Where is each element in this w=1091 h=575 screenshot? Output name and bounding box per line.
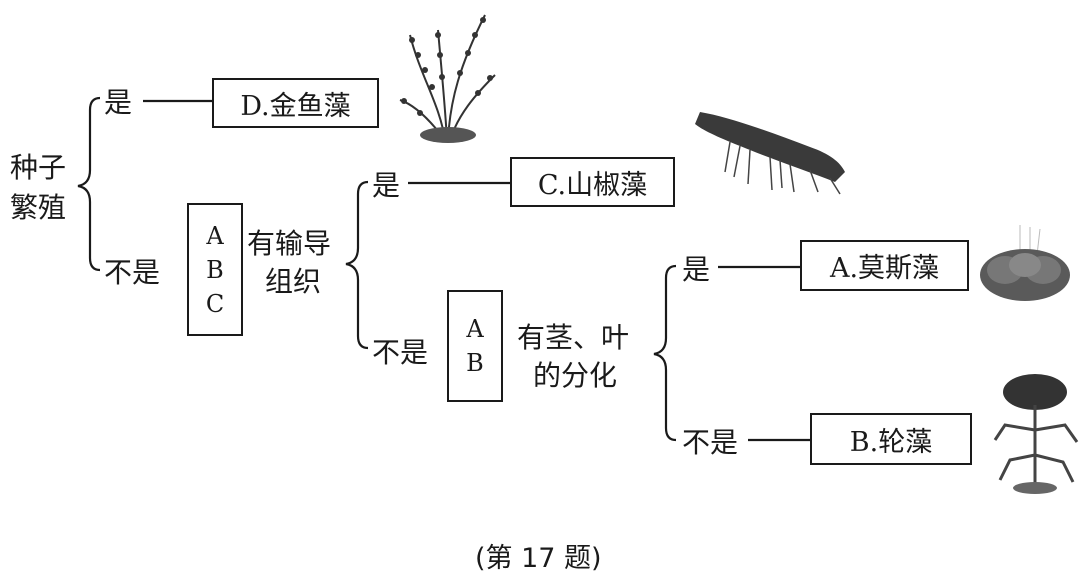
- root-label-line2: 繁殖: [10, 191, 67, 224]
- criterion-stem-leaf-line1: 有茎、叶: [517, 321, 630, 354]
- criterion-vascular-line1: 有输导: [247, 227, 332, 260]
- root-bracket: [77, 96, 101, 272]
- group-item: B: [206, 255, 224, 284]
- result-box-b: B.轮藻: [810, 413, 972, 465]
- level2-yes-label: 是: [372, 169, 401, 202]
- criterion-vascular-line2: 组织: [265, 265, 322, 298]
- group-box-abc: A B C: [187, 203, 243, 336]
- group-box-ab: A B: [447, 290, 503, 402]
- group-item: C: [205, 289, 225, 318]
- chara-plant-icon: [993, 374, 1079, 494]
- level2-no-label: 不是: [372, 336, 429, 369]
- result-box-d: D.金鱼藻: [212, 78, 379, 128]
- level3-bracket: [653, 264, 677, 442]
- group-item: A: [466, 315, 484, 343]
- level2-bracket: [345, 180, 369, 350]
- salvinia-plant-icon: [695, 112, 845, 195]
- question-caption: (第 17 题): [475, 543, 602, 574]
- level3-no-label: 不是: [682, 426, 739, 459]
- result-box-c: C.山椒藻: [510, 157, 675, 207]
- level1-yes-label: 是: [104, 86, 133, 119]
- level3-yes-label: 是: [682, 253, 711, 286]
- moss-plant-icon: [980, 225, 1070, 301]
- root-label-line1: 种子: [10, 151, 67, 184]
- goldfish-weed-plant-icon: [399, 14, 496, 143]
- result-box-a: A.莫斯藻: [800, 240, 969, 291]
- group-item: A: [206, 221, 224, 250]
- criterion-stem-leaf-line2: 的分化: [533, 359, 618, 392]
- group-item: B: [466, 349, 484, 377]
- level1-no-label: 不是: [104, 256, 161, 289]
